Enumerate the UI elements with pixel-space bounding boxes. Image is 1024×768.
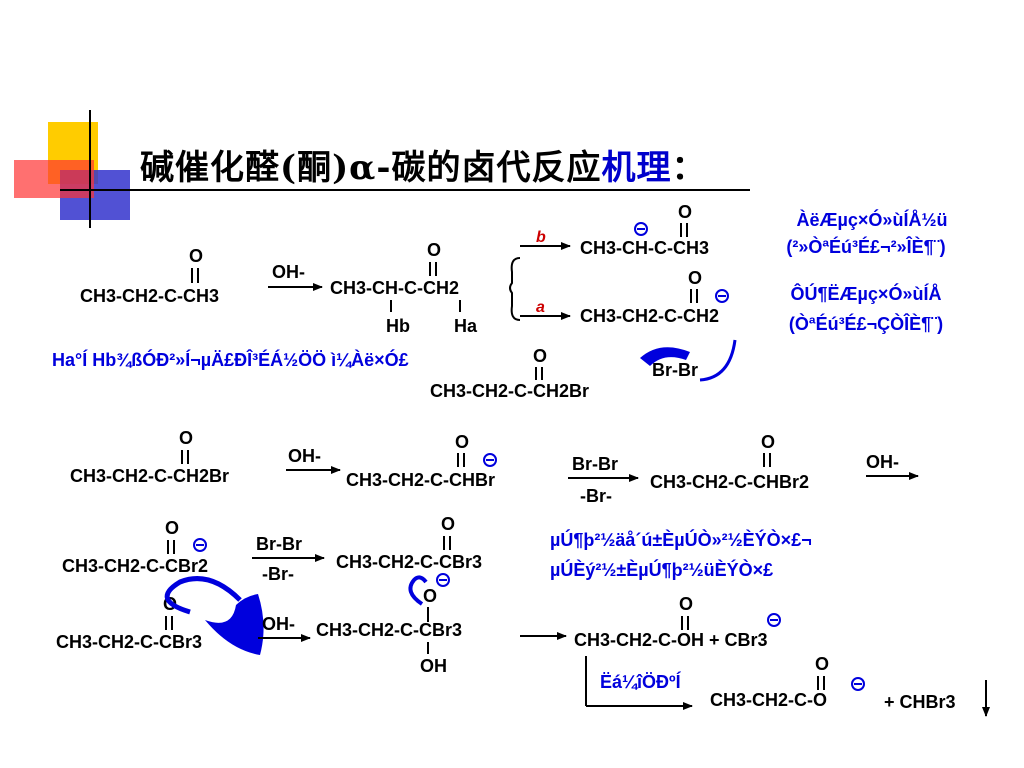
negative-charge-icon [715,289,729,303]
slide-title: 碱催化醛(酮)α-碳的卤代反应机理： [140,140,706,189]
row1-bromine: Br-Br [652,360,698,380]
svg-text:O: O [815,654,829,674]
curved-electron-arrow-icon [205,594,264,655]
svg-text:O: O [179,428,193,448]
carbonyl-o: O [189,246,203,266]
row3-product: O CH3-CH2-C-CBr3 [336,514,482,572]
row4-adduct-oh: OH [420,656,447,676]
row1-intermediate-formula: CH3-CH-C-CH2 [330,278,459,298]
row3-carbanion: O CH3-CH2-C-CBr2 [62,518,208,576]
curved-electron-arrow-icon [164,576,242,615]
svg-text:O: O [427,240,441,260]
svg-text:O: O [423,586,437,606]
negative-charge-icon [634,222,648,236]
row3-product-formula: CH3-CH2-C-CBr3 [336,552,482,572]
hydrogen-b: Hb [386,316,410,336]
negative-charge-icon [851,677,865,691]
note-b-line1: ÀëÆµç×Ó»ùÍÅ½ü [797,209,948,230]
note-a-line2: (ÒªÉú³É£¬ÇÒÎÈ¶¨) [789,313,943,334]
row2-reactant: O CH3-CH2-C-CH2Br [70,428,229,486]
row2-reactant-formula: CH3-CH2-C-CH2Br [70,466,229,486]
note-b-line2: (²»ÒªÉú³É£¬²»ÎÈ¶¨) [786,236,945,257]
row4-cleavage-formula: CH3-CH2-C-OH + CBr3 [574,630,768,650]
row1-reactant: O CH3-CH2-C-CH3 [80,246,219,306]
branch-brace [509,257,521,321]
row3-note-line2: µÚÈý²½±ÈµÚ¶þ²½üÈÝÒ×£ [550,559,773,580]
row4-final: O CH3-CH2-C-O + CHBr3 [710,654,956,712]
note-a-line1: ÔÚ¶ËÆµç×Ó»ùÍÅ [791,283,942,304]
row2-leaving: -Br- [580,486,612,506]
row2-carbanion-formula: CH3-CH2-C-CHBr [346,470,495,490]
row3-bromine: Br-Br [256,534,302,554]
curved-electron-arrow-icon [699,339,737,382]
row1-bromo-product-formula: CH3-CH2-C-CH2Br [430,381,589,401]
row4-reactant-formula: CH3-CH2-C-CBr3 [56,632,202,652]
row2-product: O CH3-CH2-C-CHBr2 [650,432,809,492]
svg-text:O: O [678,202,692,222]
svg-text:O: O [455,432,469,452]
row2-product-formula: CH3-CH2-C-CHBr2 [650,472,809,492]
row1-product-b-formula: CH3-CH-C-CH3 [580,238,709,258]
row1-intermediate: O CH3-CH-C-CH2 Hb Ha [330,240,478,336]
title-main: 碱催化醛(酮)α-碳的卤代反应 [140,148,602,188]
row1-product-a: O CH3-CH2-C-CH2 [580,268,729,326]
row3-note-line1: µÚ¶þ²½äå´ú±ÈµÚÒ»²½ÈÝÒ×£¬ [550,529,812,550]
negative-charge-icon [436,573,450,587]
deco-red-block [14,160,94,198]
row4-adduct: O CH3-CH2-C-CBr3 OH [316,573,462,676]
row4-cleavage: O CH3-CH2-C-OH + CBr3 [574,594,781,650]
row1-reagent: OH- [272,262,305,282]
row3-leaving: -Br- [262,564,294,584]
row1-reactant-formula: CH3-CH2-C-CH3 [80,286,219,306]
path-a-label: a [536,299,545,316]
negative-charge-icon [483,453,497,467]
row2-bromine: Br-Br [572,454,618,474]
row1-bromo-product: O CH3-CH2-C-CH2Br [430,346,589,401]
title-colon: ： [671,148,707,188]
curved-electron-arrow-icon [640,347,690,366]
path-b-label: b [536,229,546,246]
row4-reagent: OH- [262,614,295,634]
svg-text:O: O [688,268,702,288]
row1-product-b: O CH3-CH-C-CH3 [580,202,709,258]
row2-carbanion: O CH3-CH2-C-CHBr [346,432,497,490]
transfer-label: Ëá¼îÖÐºÍ [600,671,682,692]
svg-text:O: O [533,346,547,366]
row4-final-formula: CH3-CH2-C-O [710,690,827,710]
hydrogen-a: Ha [454,316,478,336]
svg-text:O: O [441,514,455,534]
row1-product-a-formula: CH3-CH2-C-CH2 [580,306,719,326]
negative-charge-icon [193,538,207,552]
row4-adduct-formula: CH3-CH2-C-CBr3 [316,620,462,640]
negative-charge-icon [767,613,781,627]
row3-carbanion-formula: CH3-CH2-C-CBr2 [62,556,208,576]
svg-text:O: O [165,518,179,538]
row2-reagent2: OH- [866,452,899,472]
row4-final-plus: + CHBr3 [884,692,956,712]
curved-electron-arrow-icon [408,575,428,606]
row4-reactant: O CH3-CH2-C-CBr3 [56,594,202,652]
title-highlight: 机理 [601,148,672,188]
row2-reagent: OH- [288,446,321,466]
svg-text:O: O [761,432,775,452]
svg-text:O: O [679,594,693,614]
acidity-note: Ha°Í Hb¾ßÓÐ²»Í¬µÄ£­ÐÎ³ÉÁ½ÖÖ ì¼Àë×Ó£ [52,349,409,370]
